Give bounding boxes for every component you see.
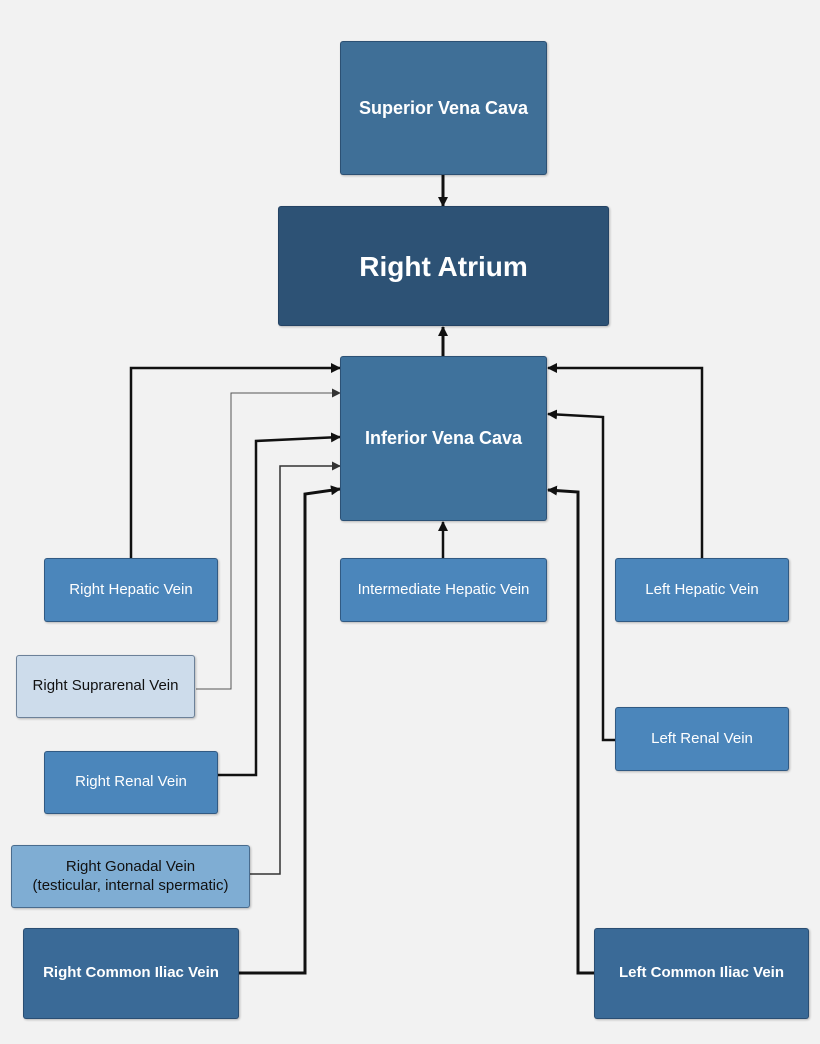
node-label: Right Gonadal Vein bbox=[65, 857, 196, 875]
node-right-common-iliac-vein: Right Common Iliac Vein bbox=[23, 928, 239, 1019]
node-label: Right Renal Vein bbox=[75, 773, 187, 791]
edge-right-hepatic-vein bbox=[129, 363, 341, 558]
node-label: Right Common Iliac Vein bbox=[43, 964, 219, 982]
node-left-renal-vein: Left Renal Vein bbox=[615, 707, 789, 771]
node-right-hepatic-vein: Right Hepatic Vein bbox=[44, 558, 218, 622]
node-label: Intermediate Hepatic Vein bbox=[357, 580, 530, 598]
edge-right-renal-vein bbox=[218, 432, 341, 777]
node-label: Superior Vena Cava bbox=[358, 97, 529, 118]
edge-right-suprarenal-vein bbox=[196, 388, 341, 690]
node-label: Left Common Iliac Vein bbox=[618, 964, 785, 982]
edge-left-renal-vein bbox=[547, 409, 615, 742]
edge-right-gonadal-vein bbox=[250, 461, 341, 875]
node-label: Right Suprarenal Vein bbox=[32, 677, 179, 695]
edge-left-hepatic-vein bbox=[547, 363, 704, 558]
node-right-atrium: Right Atrium bbox=[278, 206, 609, 326]
node-right-gonadal-vein: Right Gonadal Vein (testicular, internal… bbox=[11, 845, 250, 908]
node-sublabel: (testicular, internal spermatic) bbox=[32, 876, 229, 894]
node-label: Left Hepatic Vein bbox=[645, 580, 759, 598]
edge-right-common-iliac-vein bbox=[239, 485, 341, 975]
node-right-renal-vein: Right Renal Vein bbox=[44, 751, 218, 814]
node-label: Inferior Vena Cava bbox=[364, 428, 523, 449]
node-intermediate-hepatic-vein: Intermediate Hepatic Vein bbox=[340, 558, 547, 622]
node-label: Right Atrium bbox=[359, 250, 528, 282]
node-left-hepatic-vein: Left Hepatic Vein bbox=[615, 558, 789, 622]
edge-left-common-iliac-vein bbox=[547, 485, 595, 975]
node-label: Left Renal Vein bbox=[651, 729, 753, 747]
node-right-suprarenal-vein: Right Suprarenal Vein bbox=[16, 655, 195, 718]
node-left-common-iliac-vein: Left Common Iliac Vein bbox=[594, 928, 809, 1019]
node-superior-vena-cava: Superior Vena Cava bbox=[340, 41, 547, 175]
node-label: Right Hepatic Vein bbox=[69, 580, 193, 598]
node-inferior-vena-cava: Inferior Vena Cava bbox=[340, 356, 547, 521]
